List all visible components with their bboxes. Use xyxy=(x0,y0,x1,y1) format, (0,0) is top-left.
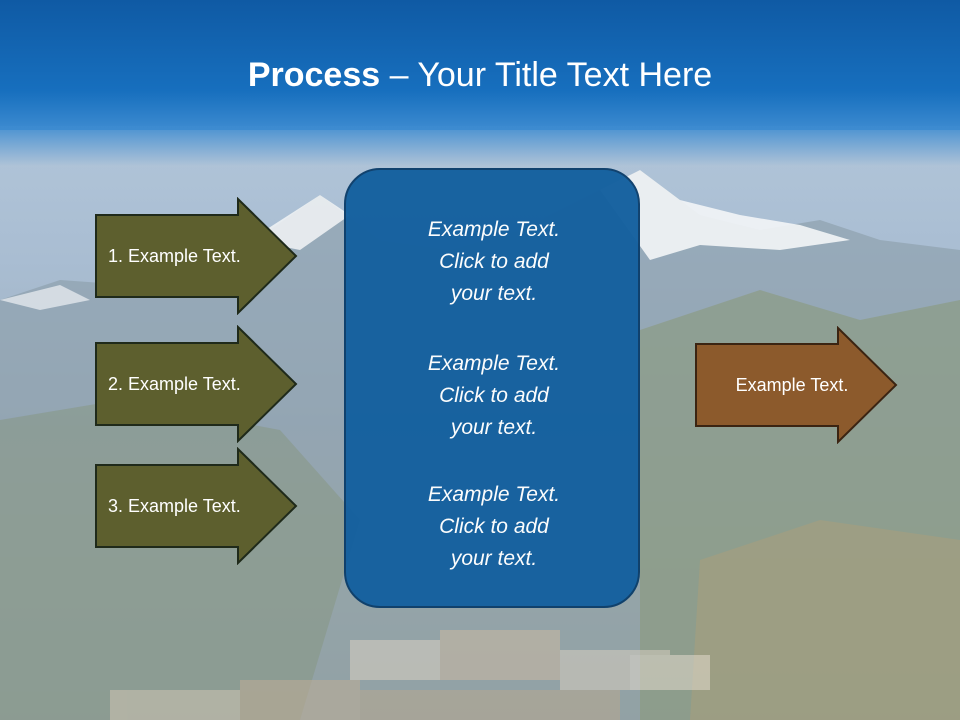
center-item-3-line1: Example Text. xyxy=(427,483,561,506)
right-arrow-label: Example Text. xyxy=(735,374,849,395)
center-item-1-line1: Example Text. xyxy=(427,218,561,241)
center-item-1[interactable]: Example Text. Click to add your text. xyxy=(346,214,642,310)
slide-title-rest: – Your Title Text Here xyxy=(380,56,713,94)
center-item-3-line3: your text. xyxy=(450,547,538,570)
left-arrow-1[interactable]: 1. Example Text. xyxy=(94,197,300,315)
center-item-3-line2: Click to add xyxy=(439,515,549,538)
slide-title: Process – Your Title Text Here xyxy=(0,54,960,96)
center-item-2-line2: Click to add xyxy=(439,384,549,407)
left-arrow-3-label: 3. Example Text. xyxy=(108,495,241,516)
center-item-3[interactable]: Example Text. Click to add your text. xyxy=(346,479,642,575)
center-item-1-line3: your text. xyxy=(450,282,538,305)
center-item-2-line3: your text. xyxy=(450,416,538,439)
left-arrow-2-label: 2. Example Text. xyxy=(108,373,241,394)
arrow-right-shape-icon xyxy=(95,197,298,315)
center-item-1-line2: Click to add xyxy=(439,250,549,273)
center-text-box[interactable]: Example Text. Click to add your text. Ex… xyxy=(344,168,640,608)
center-item-2-line1: Example Text. xyxy=(427,352,561,375)
left-arrow-2[interactable]: 2. Example Text. xyxy=(94,325,300,443)
arrow-right-shape-icon xyxy=(95,447,298,565)
title-band xyxy=(0,0,960,130)
left-arrow-3[interactable]: 3. Example Text. xyxy=(94,447,300,565)
slide-title-bold: Process xyxy=(247,56,381,94)
center-item-2[interactable]: Example Text. Click to add your text. xyxy=(346,348,642,444)
arrow-right-shape-icon xyxy=(695,326,898,444)
right-arrow[interactable]: Example Text. xyxy=(694,326,900,444)
left-arrow-1-label: 1. Example Text. xyxy=(108,245,241,266)
title-band-fade xyxy=(0,126,960,166)
arrow-right-shape-icon xyxy=(95,325,298,443)
